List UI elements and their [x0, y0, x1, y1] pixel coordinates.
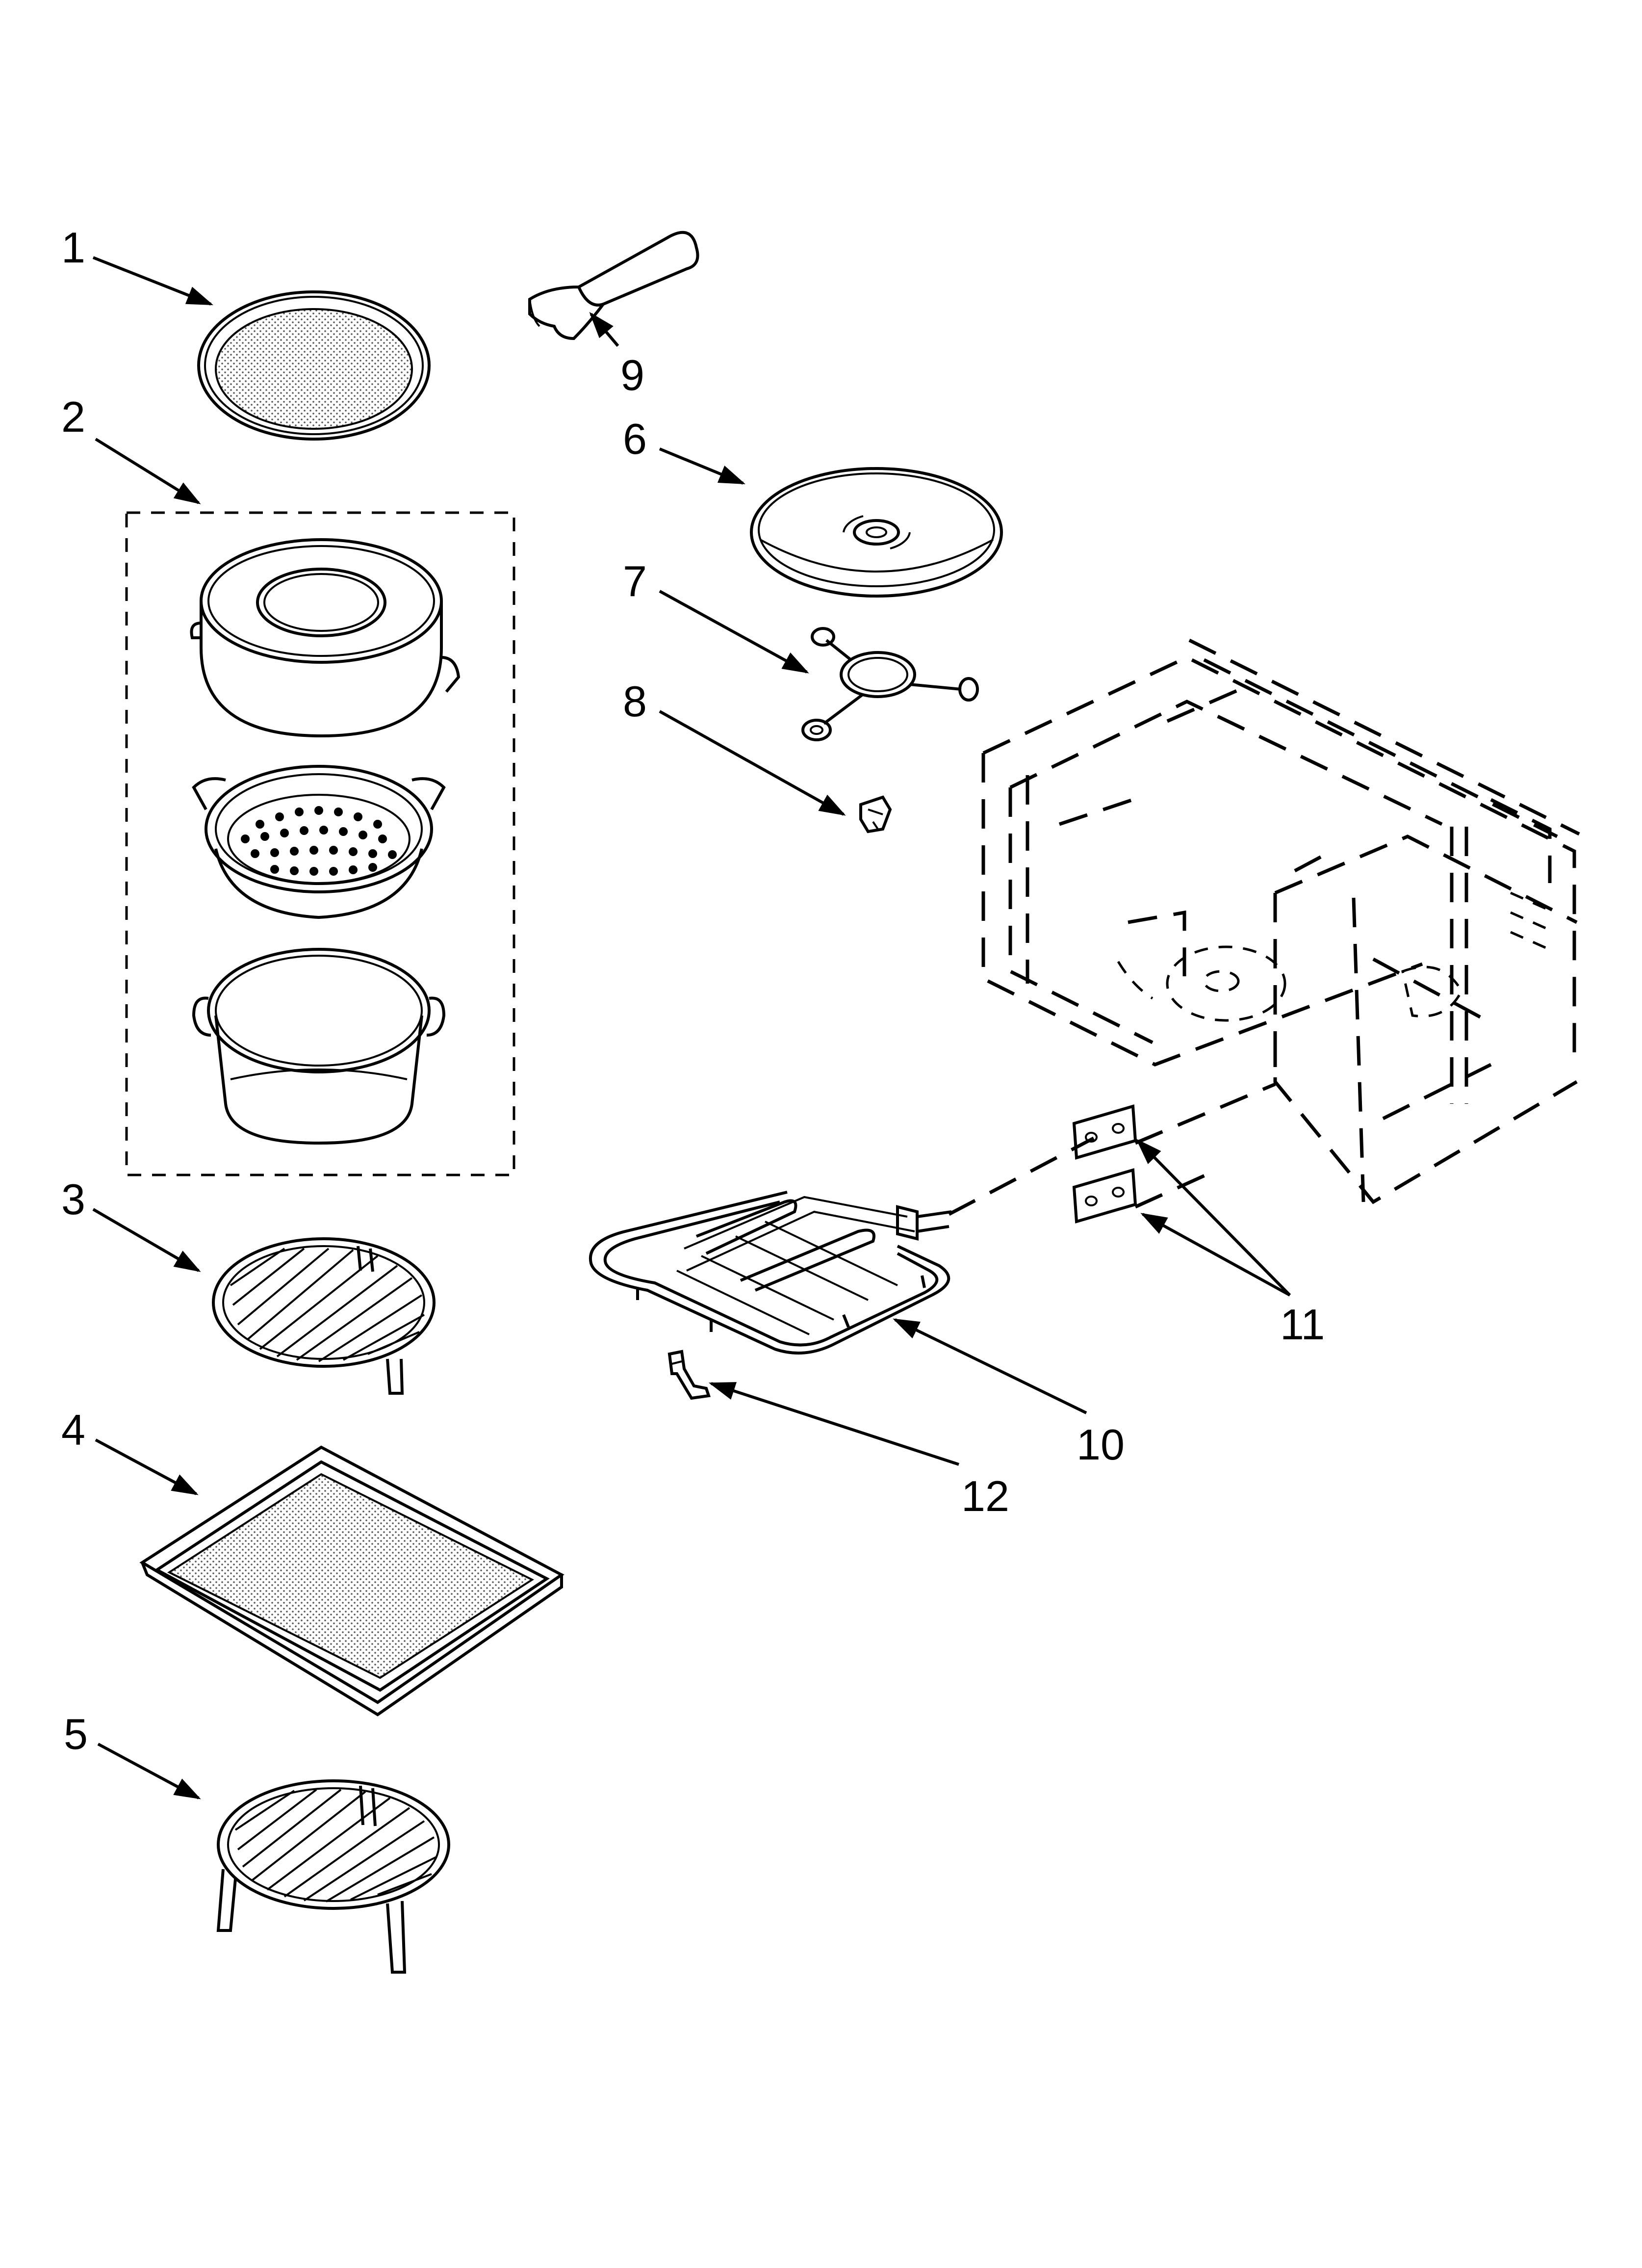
- part-5-high-rack: [216, 1779, 450, 1974]
- part-8-coupler: [859, 795, 892, 834]
- callout-12: 12: [961, 1472, 1009, 1520]
- steamer-pot: [192, 948, 446, 1145]
- part-3-round-rack: [212, 1237, 436, 1395]
- callout-labels: 1 2 3 4 5 6 7 8 9 10 11 12: [61, 223, 1325, 1758]
- callout-8: 8: [623, 677, 647, 726]
- part-10-grill-heater: [589, 1136, 1095, 1355]
- part-11-insulators: [1072, 1082, 1276, 1224]
- callout-9: 9: [620, 351, 644, 399]
- steamer-basket: [192, 765, 446, 919]
- callout-6: 6: [623, 415, 647, 463]
- part-9-handle: [528, 231, 699, 340]
- part-6-turntable-plate: [750, 467, 1003, 598]
- part-12-bracket: [667, 1350, 711, 1400]
- callout-2: 2: [61, 392, 85, 441]
- part-7-roller-support: [801, 627, 979, 741]
- part-2-steamer-set: [125, 511, 515, 1176]
- steamer-lid: [190, 538, 461, 738]
- callout-3: 3: [61, 1175, 85, 1224]
- microwave-cavity-outline: [981, 638, 1580, 1204]
- callout-11: 11: [1280, 1300, 1325, 1349]
- callout-4: 4: [61, 1406, 85, 1454]
- callout-1: 1: [61, 223, 85, 272]
- callout-10: 10: [1077, 1420, 1125, 1469]
- callout-5: 5: [64, 1710, 88, 1758]
- part-1-round-pan: [197, 290, 431, 441]
- leader-lines: [92, 256, 1291, 1799]
- part-4-baking-tray: [139, 1445, 564, 1717]
- callout-7: 7: [623, 557, 647, 605]
